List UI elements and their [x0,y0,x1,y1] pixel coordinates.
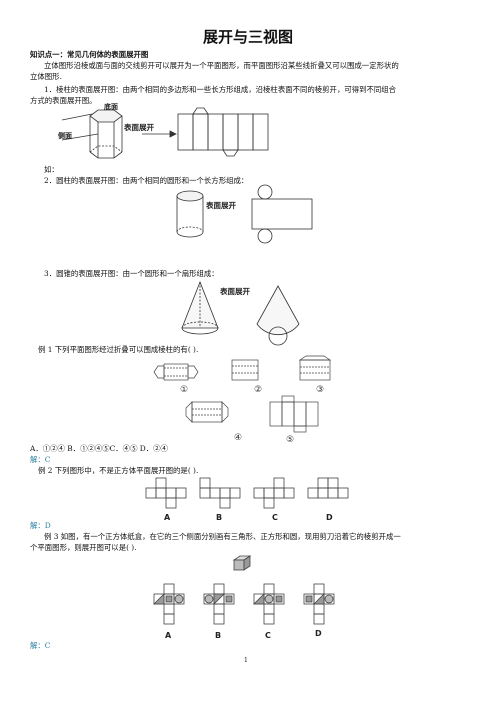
net-number-3: ③ [316,385,324,395]
example-1-figure: ① ② ③ ④ ⑤ [153,355,332,445]
example-2-question: 例 2 下列图形中，不是正方体平面展开图的是( ). [38,466,199,475]
intro-line-1: 立体图形沿棱或面与面的交线剪开可以展开为一个平面图形，而平面图形沿某些线折叠又可… [44,61,399,70]
ex3-option-d-label: D [315,629,322,638]
section-heading: 知识点一：常见几何体的表面展开图 [30,50,149,59]
intro-line-2: 立体图形. [30,72,62,81]
prism-line-1: 1．棱柱的表面展开图：由两个相同的多边形和一些长方形组成，沿棱柱表面不同的棱剪开… [44,85,397,94]
net-number-1: ① [180,385,188,395]
bottom-label: 底面 [104,102,118,111]
example-3-answer: 解：C [30,641,51,650]
example-1-answer: 解：C [30,455,51,464]
cylinder-unfold-figure: 表面展开 [176,184,313,244]
net-number-5: ⑤ [286,435,294,445]
prism-line-2: 方式的表面展开图。 [30,96,97,105]
cone-unfold-figure: 表面展开 [181,280,300,346]
example-1-question: 例 1 下列平面图形经过折叠可以围成棱柱的有( ). [38,345,199,354]
prism-example-marker: 如： [44,165,59,174]
example-2-figure: A B C D [145,477,349,522]
example-3-line-1: 例 3 如图，有一个正方体纸盒，在它的三个侧面分别画有三角形、正方形和圆，现用剪… [44,532,401,541]
prism-unfold-figure: 底面 侧面 表面展开 [58,102,269,159]
option-d-label: D [326,513,333,522]
surface-unfold-label-3: 表面展开 [220,286,250,296]
side-label: 侧面 [58,131,72,140]
example-3-line-2: 个平面图形，则展开图可以是( ). [30,543,137,552]
net-number-2: ② [254,385,262,395]
example-3-figure: A B C D [153,555,335,640]
example-2-answer: 解：D [30,521,51,530]
ex3-option-a-label: A [165,631,172,640]
ex3-option-c-label: C [265,631,271,640]
ex3-option-b-label: B [215,631,221,640]
cone-line: 3．圆锥的表面展开图：由一个圆形和一个扇形组成： [44,269,219,278]
surface-unfold-label-1: 表面展开 [124,122,154,132]
example-1-options: A．①②④ B．①②④⑤C．④⑤ D．②④ [30,444,168,453]
option-a-label: A [164,513,171,522]
surface-unfold-label-2: 表面展开 [206,200,236,210]
page-title: 展开与三视图 [202,28,293,46]
net-number-4: ④ [234,433,242,443]
cylinder-line: 2．圆柱的表面展开图：由两个相同的圆形和一个长方形组成： [44,176,249,185]
option-c-label: C [272,513,278,522]
option-b-label: B [216,513,222,522]
page-number: 1 [244,657,248,664]
